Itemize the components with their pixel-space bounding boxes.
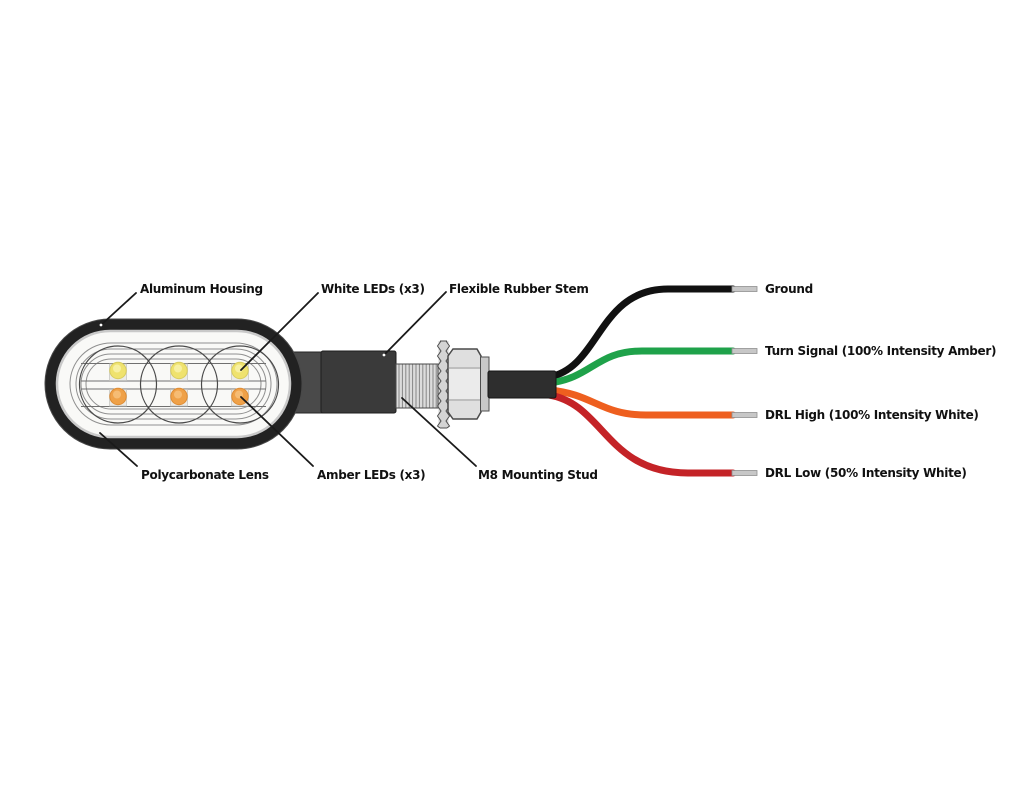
leader-lines [99, 291, 477, 467]
led-lamp-housing [44, 318, 303, 450]
wire-tip-drl-high [731, 412, 758, 418]
stud-threads [398, 364, 437, 408]
wire-drl-low [545, 391, 737, 477]
label-amber-leds: Amber LEDs (x3) [317, 468, 426, 482]
label-flexible-rubber-stem: Flexible Rubber Stem [449, 282, 589, 296]
label-wire-turn-signal: Turn Signal (100% Intensity Amber) [765, 344, 997, 358]
wire-tip-drl-low [731, 470, 758, 476]
leader-amber-leds [240, 396, 314, 467]
hex-nut [447, 348, 482, 420]
leader-white-leds [240, 292, 319, 371]
label-white-leds: White LEDs (x3) [321, 282, 425, 296]
threaded-stud [395, 363, 439, 409]
leader-flexible-rubber-stem [383, 291, 447, 356]
leader-polycarbonate-lens [99, 432, 138, 467]
wire-tip-turn-signal [731, 348, 758, 354]
lens-face [55, 329, 292, 439]
label-wire-ground: Ground [765, 282, 813, 296]
rubber-stem [320, 350, 397, 414]
wire-ground [545, 285, 737, 381]
nut-middle-facet [449, 369, 480, 399]
label-wire-drl-high: DRL High (100% Intensity White) [765, 408, 979, 422]
washer-body [438, 341, 449, 428]
optic-circles [78, 345, 280, 424]
leader-end-dots [99, 323, 386, 357]
label-m8-mounting-stud: M8 Mounting Stud [478, 468, 598, 482]
wire-tips [731, 286, 758, 476]
label-aluminum-housing: Aluminum Housing [140, 282, 263, 296]
cable-sheath [487, 370, 557, 399]
lens-outlines [69, 342, 278, 426]
wire-drl-high [545, 386, 737, 419]
leader-aluminum-housing [100, 292, 137, 326]
washer-serration-left [436, 340, 442, 429]
label-wire-drl-low: DRL Low (50% Intensity White) [765, 466, 967, 480]
wire-bundle [545, 285, 737, 477]
stud-body [395, 363, 439, 409]
wire-turn-signal [545, 347, 737, 387]
wire-tip-ground [731, 286, 758, 292]
label-polycarbonate-lens: Polycarbonate Lens [141, 468, 269, 482]
leader-m8-mounting-stud [401, 397, 477, 467]
